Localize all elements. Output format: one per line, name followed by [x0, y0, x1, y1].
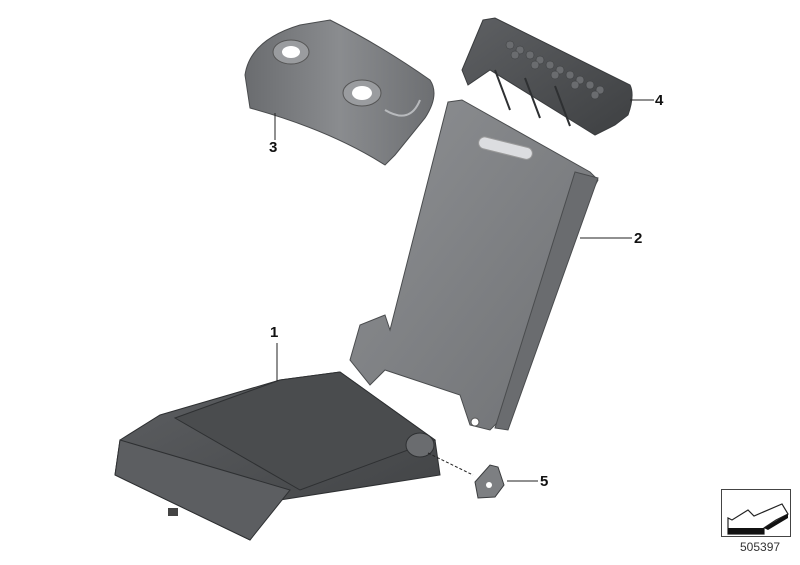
callout-4[interactable]: 4: [655, 92, 664, 109]
part-2-back-panel[interactable]: [349, 99, 599, 431]
callout-2[interactable]: 2: [634, 230, 643, 247]
callout-5[interactable]: 5: [540, 473, 549, 490]
leader-lines: [274, 99, 654, 482]
callout-1[interactable]: 1: [270, 324, 279, 341]
part-3-trim-cover[interactable]: [244, 19, 435, 166]
arrow-navigation-icon: [727, 503, 789, 535]
navigation-arrow-button[interactable]: [721, 489, 791, 537]
part-1-armrest-base[interactable]: [114, 371, 441, 541]
callout-3[interactable]: 3: [269, 139, 278, 156]
part-4-bracket[interactable]: [461, 17, 633, 136]
diagram-number: 505397: [740, 540, 781, 554]
part-5-hinge-cap[interactable]: [427, 452, 505, 499]
